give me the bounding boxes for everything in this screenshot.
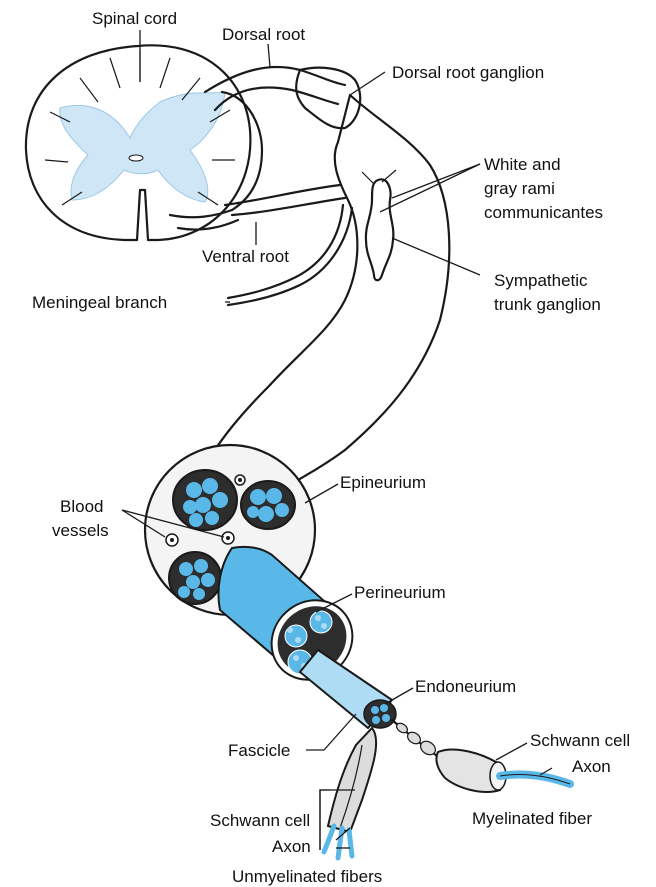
label-myelinated-fiber: Myelinated fiber <box>472 809 592 828</box>
schwann-cell-unmyelinated <box>328 728 376 832</box>
dorsal-root <box>205 67 345 210</box>
gray-matter <box>60 92 225 202</box>
dorsal-root-ganglion <box>296 68 360 129</box>
label-blood-vessels-line1: Blood <box>60 497 103 516</box>
label-spinal-cord: Spinal cord <box>92 9 177 28</box>
fascicle-tube <box>300 650 396 728</box>
spinal-nerve <box>200 95 449 485</box>
label-sympathetic-line2: trunk ganglion <box>494 295 601 314</box>
label-epineurium: Epineurium <box>340 473 426 492</box>
label-axon-myelinated: Axon <box>572 757 611 776</box>
label-dorsal-root: Dorsal root <box>222 25 305 44</box>
fascicle-in-perineurium-1 <box>285 625 307 647</box>
fascicle-cross-section-3 <box>169 552 221 604</box>
label-perineurium: Perineurium <box>354 583 446 602</box>
label-rami-line1: White and <box>484 155 561 174</box>
label-rami-line3: communicantes <box>484 203 603 222</box>
label-blood-vessels-line2: vessels <box>52 521 109 540</box>
fascicle-cross-section-2 <box>241 481 295 529</box>
label-meningeal-branch: Meningeal branch <box>32 293 167 312</box>
label-unmyelinated-fibers: Unmyelinated fibers <box>232 867 382 886</box>
axon-unmyelinated <box>324 826 352 858</box>
label-rami-line2: gray rami <box>484 179 555 198</box>
spinal-cord <box>26 45 250 240</box>
label-endoneurium: Endoneurium <box>415 677 516 696</box>
label-schwann-cell-myelinated: Schwann cell <box>530 731 630 750</box>
fascicle-cross-section-1 <box>173 470 237 530</box>
fascicle-in-perineurium-2 <box>310 611 332 633</box>
label-ventral-root: Ventral root <box>202 247 289 266</box>
blood-vessel-3 <box>235 475 245 485</box>
blood-vessel-1 <box>166 534 178 546</box>
label-axon-unmyelinated: Axon <box>272 837 311 856</box>
label-sympathetic-line1: Sympathetic <box>494 271 588 290</box>
label-fascicle: Fascicle <box>228 741 290 760</box>
label-schwann-cell-unmyelinated: Schwann cell <box>210 811 310 830</box>
unmyelinated-fibers <box>324 728 376 858</box>
label-dorsal-root-ganglion: Dorsal root ganglion <box>392 63 544 82</box>
blood-vessel-2 <box>222 532 234 544</box>
sympathetic-trunk <box>362 170 396 280</box>
